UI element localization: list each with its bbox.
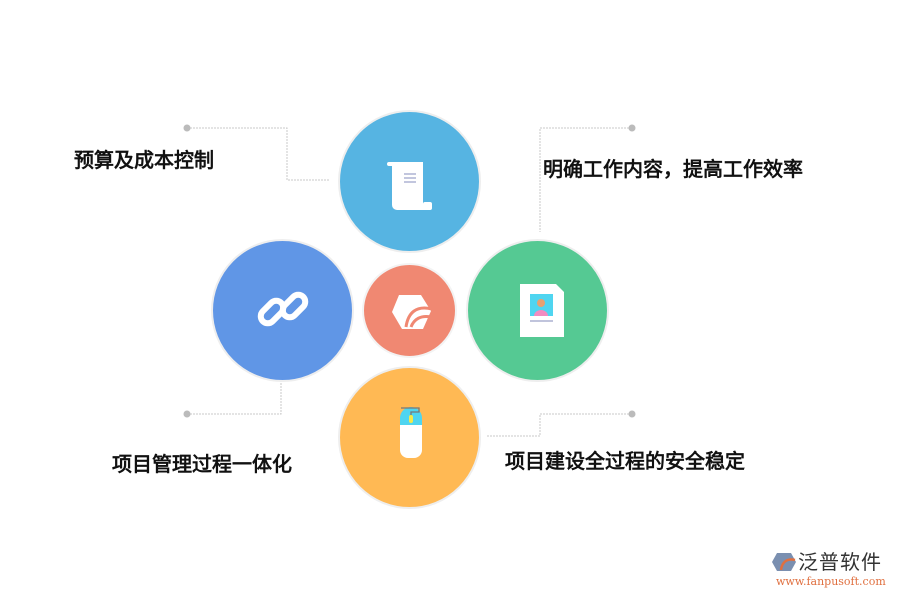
circle-work-content: [466, 239, 609, 382]
connector-top-right: [539, 127, 632, 232]
label-work-content: 明确工作内容，提高工作效率: [543, 157, 803, 181]
circle-budget: [338, 110, 481, 253]
label-integration: 项目管理过程一体化: [112, 452, 292, 476]
watermark-name: 泛普软件: [798, 550, 882, 574]
link-icon: [257, 291, 309, 327]
label-safety: 项目建设全过程的安全稳定: [505, 449, 745, 473]
connector-top-left: [187, 127, 330, 181]
dot-top-right: [628, 124, 636, 132]
center-circle: [362, 263, 457, 358]
circle-safety: [338, 366, 481, 509]
scroll-icon: [387, 162, 432, 210]
watermark-logo: 泛普软件 www.fanpusoft.com: [768, 550, 898, 594]
fanpu-logo-icon: [772, 553, 796, 571]
brand-logo-icon: [392, 295, 433, 329]
mouse-icon: [400, 407, 422, 458]
circle-integration: [211, 239, 354, 382]
dot-top-left: [183, 124, 191, 132]
connector-bottom-right: [487, 413, 632, 437]
connector-bottom-left: [187, 380, 282, 415]
watermark-url: www.fanpusoft.com: [776, 575, 886, 588]
dot-bottom-left: [183, 410, 191, 418]
label-budget: 预算及成本控制: [74, 148, 214, 172]
profile-document-icon: [520, 284, 564, 337]
dot-bottom-right: [628, 410, 636, 418]
